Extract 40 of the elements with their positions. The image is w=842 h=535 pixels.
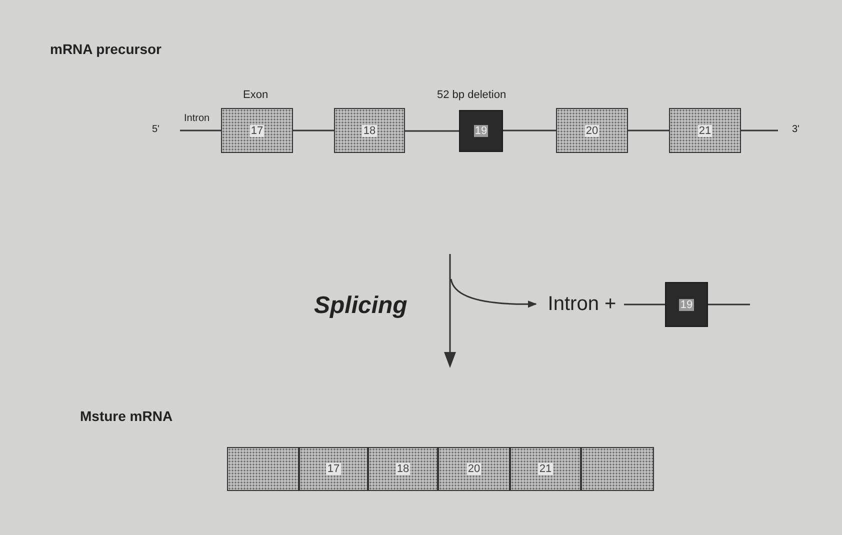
intron-line: [180, 130, 221, 132]
exon-box: [556, 108, 628, 153]
exon-caption: 52 bp deletion: [437, 89, 506, 101]
arrow: [450, 278, 537, 308]
deleted-exon-box: [665, 282, 708, 327]
exon-number: 21: [698, 124, 712, 136]
exon-number: 19: [474, 125, 488, 137]
product-label: Intron +: [538, 289, 626, 319]
heading: Msture mRNA: [80, 408, 173, 424]
intron-line: [503, 130, 556, 132]
exon-box: [221, 108, 293, 153]
deleted-exon-box: [459, 110, 503, 152]
exon-number: 21: [538, 463, 553, 475]
title: mRNA precursor: [50, 41, 162, 57]
exon-number: 17: [326, 463, 341, 475]
exon-number: 18: [396, 463, 410, 475]
exon-number: 18: [362, 124, 377, 136]
intron-line: [624, 304, 665, 306]
intron-label: Intron: [184, 113, 210, 124]
exon-box: [438, 447, 510, 491]
exon-number: 20: [466, 463, 482, 475]
exon-number: 20: [584, 124, 600, 136]
exon-box: [368, 447, 438, 491]
exon-box: [334, 108, 405, 153]
intron-line: [741, 130, 778, 132]
intron-line: [405, 130, 459, 132]
exon-number: 19: [679, 298, 694, 310]
exon-box: [510, 447, 581, 491]
exon-box: [669, 108, 741, 153]
intron-line: [708, 304, 750, 306]
exon-box: [299, 447, 368, 491]
exon-caption: Exon: [243, 89, 268, 101]
intron-line: [628, 130, 669, 132]
end-label: 5': [152, 124, 160, 135]
process-label: Splicing: [314, 292, 408, 320]
exon-box: [581, 447, 654, 491]
end-label: 3': [792, 124, 800, 135]
exon-number: 17: [250, 124, 264, 136]
exon-box: [227, 447, 299, 491]
intron-line: [293, 130, 334, 132]
